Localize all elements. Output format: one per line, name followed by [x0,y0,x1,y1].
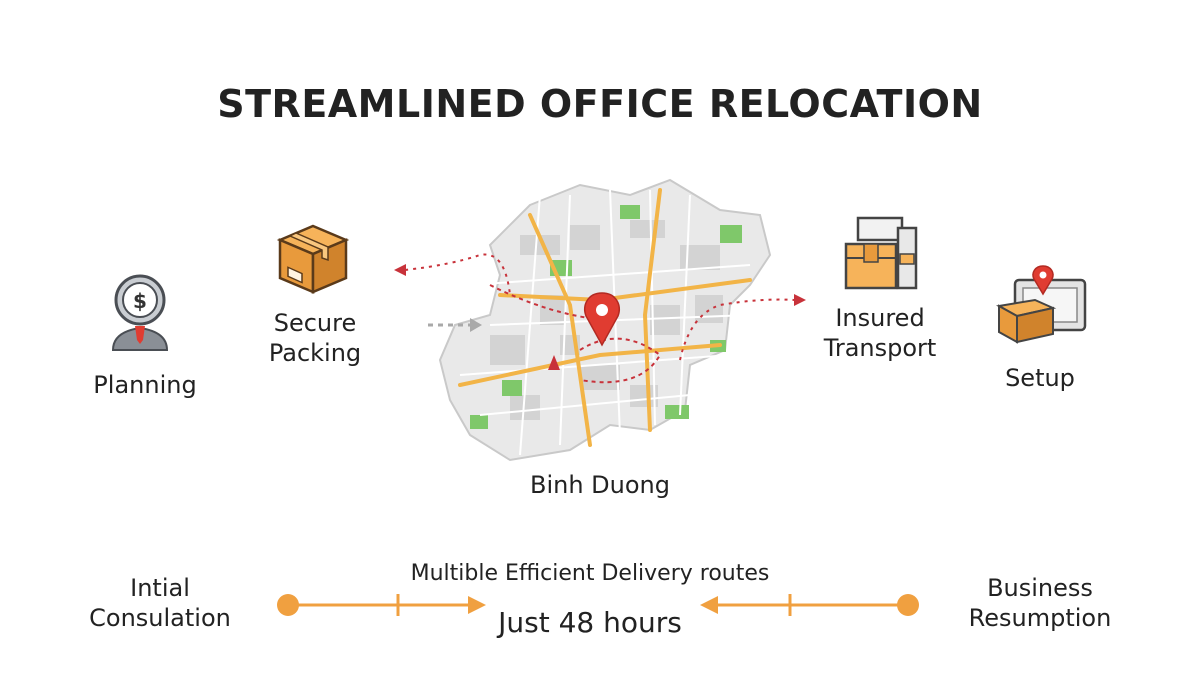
arrow-to-packing-head [394,264,406,276]
timeline-end-line2: Resumption [968,604,1112,632]
cardboard-box-icon [276,224,350,294]
dollar-magnifier-icon: $ [111,274,169,351]
secure-packing-line1: Secure [273,309,357,337]
timeline-start-line2: Consulation [89,604,231,632]
secure-packing-line2: Packing [268,339,362,367]
step-planning-label: Planning [70,370,220,400]
map-location-label: Binh Duong [500,470,700,500]
timeline-routes-label: Multible Efficient Delivery routes [370,559,810,589]
stacked-boxes-icon [844,216,918,290]
duration-text: Just 48 hours [498,606,682,639]
timeline-duration-label: Just 48 hours [470,608,710,638]
insured-transport-line1: Insured [835,304,925,332]
timeline-start-label: Intial Consulation [70,573,250,633]
routes-text: Multible Efficient Delivery routes [410,561,770,586]
timeline-bar [277,594,919,616]
map-streets [459,189,751,456]
timeline-end-label: Business Resumption [940,573,1140,633]
insured-transport-line2: Transport [823,334,937,362]
location-text: Binh Duong [529,471,670,499]
step-setup-label: Setup [965,363,1115,393]
setup-text: Setup [1005,364,1075,392]
timeline-start-line1: Intial [130,574,190,602]
svg-text:$: $ [133,289,147,313]
map-pin-icon [584,292,620,347]
timeline-right-arrowhead [700,596,718,614]
route-arrow [548,355,560,370]
page-title: STREAMLINED OFFICE RELOCATION [217,82,983,126]
timeline-end-line1: Business [987,574,1093,602]
city-map [438,178,772,462]
timeline-left-arrowhead [468,596,486,614]
step-insured-transport-label: Insured Transport [800,303,960,363]
timeline-end-dot [897,594,919,616]
box-location-screen-icon [996,265,1087,344]
planning-text: Planning [93,371,197,399]
step-secure-packing-label: Secure Packing [240,308,390,368]
timeline-start-dot [277,594,299,616]
